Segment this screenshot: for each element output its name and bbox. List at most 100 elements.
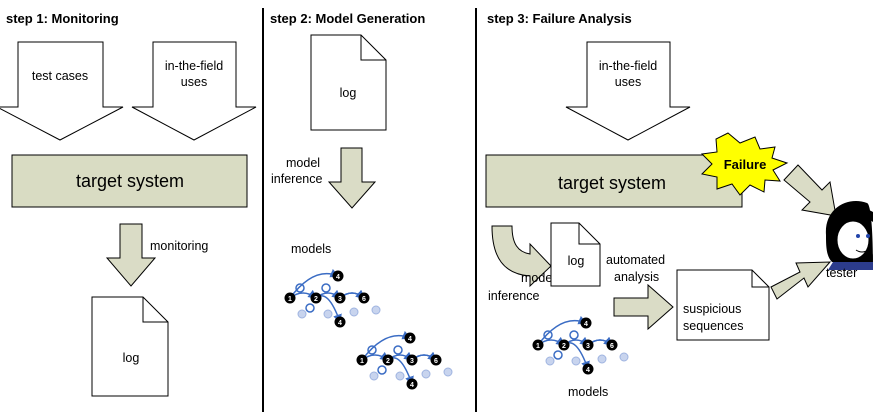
tester-label: tester — [826, 266, 857, 280]
model-ghost-node — [349, 307, 359, 317]
model-node-number: 6 — [610, 343, 614, 350]
model-node — [606, 339, 618, 351]
step1-heading: step 1: Monitoring — [6, 11, 119, 26]
model-node-number: 4 — [336, 274, 340, 281]
model-inference-label-2a: model — [286, 156, 320, 170]
model-loop — [543, 330, 553, 340]
model-node — [582, 363, 594, 375]
model-node — [404, 332, 416, 344]
suspicious-sequences-document — [676, 269, 770, 341]
model-node — [332, 270, 344, 282]
model-ghost-node — [369, 371, 379, 381]
model-loop — [295, 283, 305, 293]
model-node — [582, 339, 594, 351]
model-node — [310, 292, 322, 304]
model-loop — [393, 345, 403, 355]
model-loop — [305, 303, 315, 313]
model-node-number: 3 — [410, 358, 414, 365]
field-uses-label-2: uses — [181, 75, 207, 89]
log-label-1: log — [123, 351, 140, 365]
failure-starburst — [700, 132, 789, 196]
model-node — [358, 292, 370, 304]
model-node — [334, 316, 346, 328]
model-inference-label-2b: inference — [271, 172, 322, 186]
suspicious-label-2: sequences — [683, 319, 743, 333]
model-node-number: 1 — [288, 296, 292, 303]
field-uses-label-3b: uses — [615, 75, 641, 89]
field-uses-arrow-3 — [565, 41, 691, 141]
model-node-number: 4 — [410, 382, 414, 389]
model-loop — [569, 330, 579, 340]
monitoring-arrow — [105, 223, 157, 287]
test-cases-label: test cases — [32, 69, 88, 83]
model-node-number: 6 — [362, 296, 366, 303]
model-node-number: 3 — [338, 296, 342, 303]
test-cases-arrow — [0, 41, 124, 141]
target-system-label-3: target system — [558, 173, 666, 193]
analysis-arrow — [613, 283, 674, 331]
model-node — [430, 354, 442, 366]
model-node-number: 2 — [562, 343, 566, 350]
model-node — [406, 378, 418, 390]
model-node-number: 2 — [314, 296, 318, 303]
failure-to-tester-arrow — [783, 164, 837, 217]
model-node — [532, 339, 544, 351]
log-document-2 — [310, 34, 387, 131]
monitoring-label: monitoring — [150, 239, 208, 253]
field-uses-label-3a: in-the-field — [599, 59, 657, 73]
model-ghost-node — [443, 367, 453, 377]
model-inference-label-3b: inference — [488, 289, 539, 303]
field-uses-label-1: in-the-field — [165, 59, 223, 73]
model-loop — [321, 283, 331, 293]
model-node-number: 4 — [338, 320, 342, 327]
step2-heading: step 2: Model Generation — [270, 11, 425, 26]
model-ghost-node — [323, 309, 333, 319]
model-node-number: 1 — [536, 343, 540, 350]
step3-heading: step 3: Failure Analysis — [487, 11, 632, 26]
model-inference-arrow-2 — [327, 147, 377, 209]
model-loop — [553, 350, 563, 360]
model-node-number: 4 — [408, 336, 412, 343]
model-loop — [367, 345, 377, 355]
tester-avatar — [825, 201, 873, 270]
field-uses-arrow — [131, 41, 257, 141]
model-inference-label-3a: model — [521, 271, 555, 285]
model-node — [580, 317, 592, 329]
target-system-box-1 — [11, 154, 248, 208]
model-ghost-node — [395, 371, 405, 381]
model-node — [284, 292, 296, 304]
model-ghost-node — [545, 356, 555, 366]
model-node — [382, 354, 394, 366]
log-label-3: log — [568, 254, 585, 268]
model-graph-a: 1 2 3 6 4 4 — [284, 268, 381, 328]
log-document-1 — [91, 296, 169, 397]
model-node-number: 3 — [586, 343, 590, 350]
log-document-3 — [550, 222, 601, 287]
model-node — [558, 339, 570, 351]
model-ghost-node — [619, 352, 629, 362]
automated-analysis-label-1: automated — [606, 253, 665, 267]
failure-label: Failure — [724, 157, 767, 172]
model-node — [406, 354, 418, 366]
model-node — [334, 292, 346, 304]
automated-analysis-label-2: analysis — [614, 270, 659, 284]
model-ghost-node — [297, 309, 307, 319]
models-label-3: models — [568, 385, 608, 399]
model-ghost-node — [371, 305, 381, 315]
model-node-number: 4 — [584, 321, 588, 328]
models-label-2: models — [291, 242, 331, 256]
log-label-2: log — [340, 86, 357, 100]
model-node — [356, 354, 368, 366]
suspicious-label-1: suspicious — [683, 302, 741, 316]
model-graph-c: 1 2 3 6 4 4 — [532, 315, 629, 375]
suspicious-to-tester-arrow — [770, 261, 832, 300]
model-node-number: 1 — [360, 358, 364, 365]
model-ghost-node — [571, 356, 581, 366]
target-system-box-3 — [485, 154, 743, 208]
model-loop — [377, 365, 387, 375]
model-node-number: 2 — [386, 358, 390, 365]
model-ghost-node — [597, 354, 607, 364]
model-node-number: 4 — [586, 367, 590, 374]
